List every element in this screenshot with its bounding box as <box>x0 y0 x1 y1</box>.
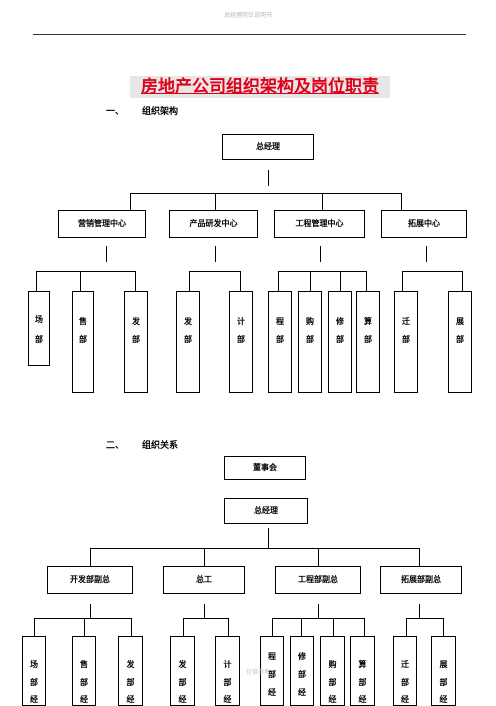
org2-connector <box>406 618 444 619</box>
org1-connector <box>189 271 190 291</box>
org2-dept-box: 算部经 <box>350 636 375 706</box>
org1-dept-box: 购部 <box>298 291 322 393</box>
org2-dept-box: 购部经 <box>320 636 345 706</box>
header-divider <box>33 34 466 35</box>
org1-connector <box>401 193 402 210</box>
org2-connector <box>228 618 229 636</box>
org2-dept-box: 发部经 <box>118 636 143 706</box>
org2-connector <box>272 618 273 636</box>
org1-dept-box: 算部 <box>356 291 380 393</box>
org2-dept-box: 迁部经 <box>393 636 417 706</box>
org2-connector <box>204 548 205 566</box>
org2-dept-box: 发部经 <box>170 636 195 706</box>
org1-dept-box: 修部 <box>328 291 352 393</box>
org1-dept-box: 售部 <box>72 291 94 393</box>
org2-connector <box>419 548 420 566</box>
org2-dept-box: 场部经 <box>22 636 46 706</box>
org1-connector <box>278 271 279 291</box>
org2-connector <box>204 604 205 618</box>
section2-number: 二、 <box>106 441 125 451</box>
org1-connector <box>189 271 241 272</box>
org2-connector <box>84 618 85 636</box>
org2-connector <box>90 604 91 618</box>
org2-connector <box>34 618 132 619</box>
org1-connector <box>240 271 241 291</box>
org1-dept-box: 程部 <box>268 291 292 393</box>
header-note: 总经理岗位说明书 <box>223 12 272 19</box>
section2-label: 组织关系 <box>142 441 179 451</box>
org1-dept-box: 场部 <box>28 291 50 366</box>
org1-connector <box>320 246 321 262</box>
org2-dept-box: 售部经 <box>72 636 96 706</box>
org1-dept-box: 发部 <box>124 291 148 393</box>
org2-connector <box>183 618 184 636</box>
org1-center-box: 产品研发中心 <box>169 210 258 238</box>
org1-top-box: 总经理 <box>222 134 314 160</box>
org1-connector <box>80 271 81 291</box>
section1-label: 组织架构 <box>142 107 179 117</box>
org1-connector <box>130 193 131 210</box>
org1-connector <box>268 170 269 186</box>
org2-deputy-box: 开发部副总 <box>47 566 133 594</box>
org2-connector <box>268 528 269 548</box>
org2-connector <box>333 618 334 636</box>
org2-connector <box>34 618 35 636</box>
org1-connector <box>402 271 463 272</box>
org2-board-box: 董事会 <box>224 456 306 480</box>
org2-deputy-box: 拓展部副总 <box>380 566 462 594</box>
org2-connector <box>318 604 319 618</box>
org2-deputy-box: 工程部副总 <box>275 566 361 594</box>
org2-connector <box>301 618 302 636</box>
org2-connector <box>183 618 229 619</box>
page-title: 房地产公司组织架构及岗位职责 <box>130 76 390 98</box>
org1-center-box: 营销管理中心 <box>58 210 146 238</box>
org2-connector <box>406 618 407 636</box>
org1-connector <box>366 271 367 291</box>
org1-dept-box: 计部 <box>229 291 253 393</box>
org1-dept-box: 迁部 <box>394 291 418 393</box>
org1-connector <box>215 193 216 210</box>
org1-center-box: 工程管理中心 <box>274 210 365 238</box>
org1-connector <box>426 246 427 262</box>
org1-connector <box>462 271 463 291</box>
org1-connector <box>278 271 367 272</box>
org1-connector <box>36 271 37 291</box>
org2-connector <box>90 548 91 566</box>
org1-center-box: 拓展中心 <box>381 210 467 238</box>
org2-dept-box: 展部经 <box>431 636 456 706</box>
org1-connector <box>322 193 323 210</box>
org1-dept-box: 展部 <box>448 291 472 393</box>
org1-connector <box>402 271 403 291</box>
org1-connector <box>310 271 311 291</box>
org2-dept-box: 修部经 <box>290 636 314 706</box>
org1-dept-box: 发部 <box>176 291 200 393</box>
org1-connector <box>36 271 136 272</box>
org2-connector <box>364 618 365 636</box>
org1-connector <box>130 193 402 194</box>
section1-number: 一、 <box>106 107 125 117</box>
org2-connector <box>272 618 365 619</box>
org1-connector <box>135 271 136 291</box>
org2-connector <box>90 548 420 549</box>
org2-connector <box>419 604 420 618</box>
org2-deputy-box: 总工 <box>163 566 245 594</box>
org2-connector <box>131 618 132 636</box>
org2-dept-box: 计部经 <box>215 636 240 706</box>
org2-gm-box: 总经理 <box>224 498 308 524</box>
org2-connector <box>318 548 319 566</box>
watermark: 仅供参考 <box>246 669 271 676</box>
org1-connector <box>106 246 107 262</box>
org1-connector <box>215 246 216 262</box>
org2-connector <box>443 618 444 636</box>
org1-connector <box>340 271 341 291</box>
org2-dept-box: 程部经 <box>260 636 284 706</box>
